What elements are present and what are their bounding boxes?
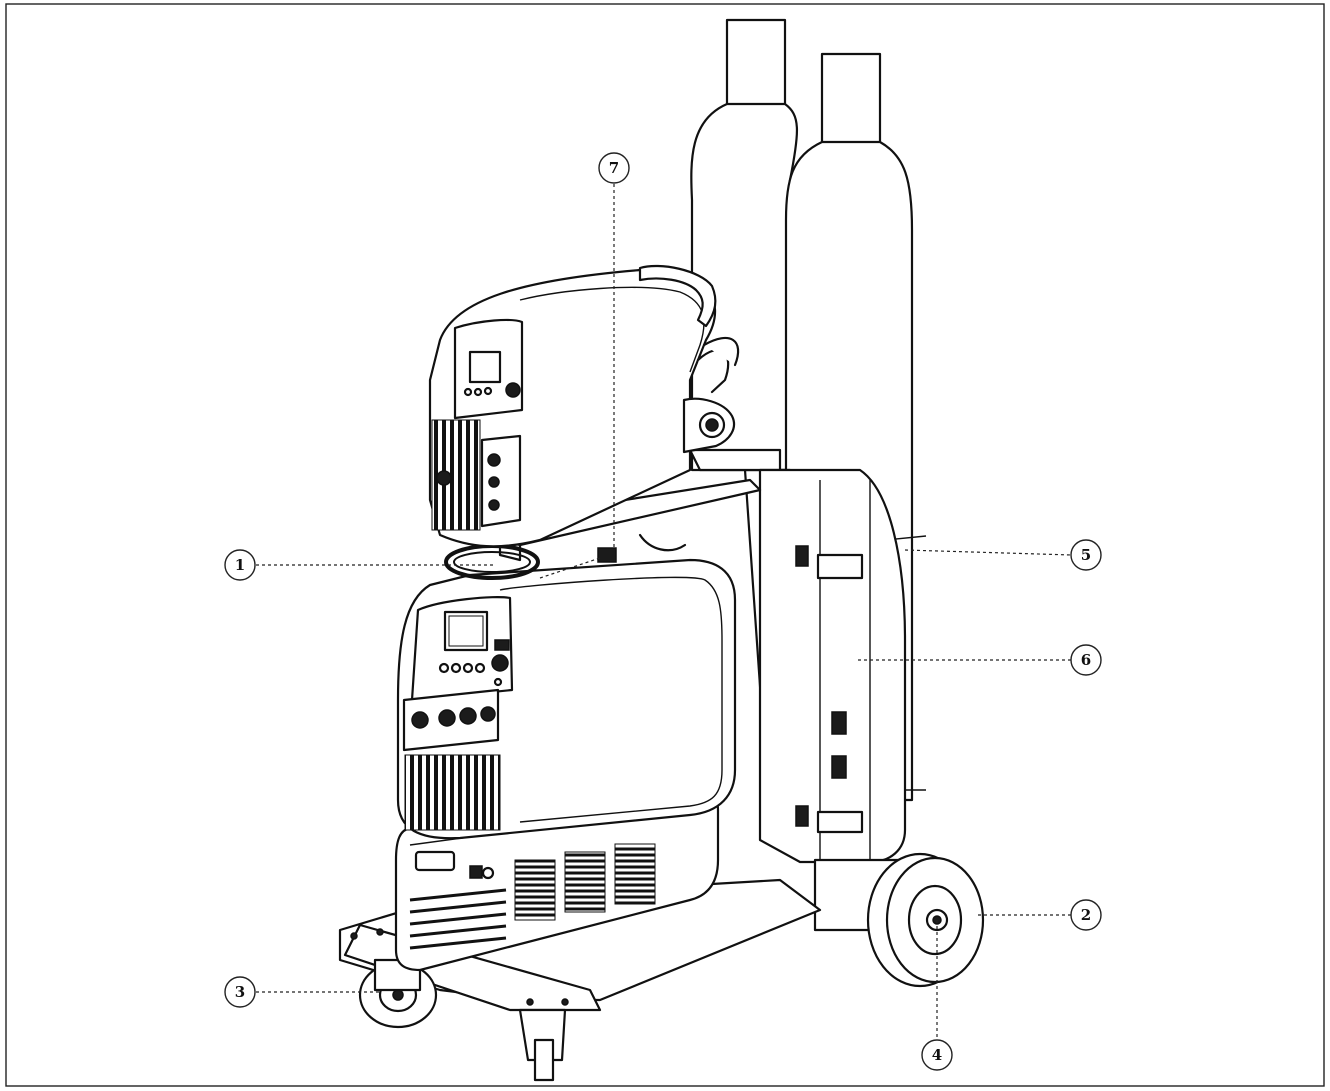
callout-4: 4: [921, 1039, 953, 1071]
callout-1-label: 1: [235, 556, 245, 574]
wire-feeder: [428, 264, 740, 548]
connection-hose: [597, 533, 687, 563]
callout-3-label: 3: [235, 983, 245, 1001]
callout-5: 5: [1070, 539, 1102, 571]
power-source-grille: [404, 754, 501, 831]
callout-7: 7: [598, 152, 630, 184]
front-castor-left: [358, 958, 438, 1029]
callout-7-label: 7: [609, 159, 619, 177]
callout-4-label: 4: [932, 1046, 942, 1064]
callout-5-label: 5: [1081, 546, 1091, 564]
callout-6-label: 6: [1081, 651, 1091, 669]
front-castor-right: [518, 1008, 567, 1082]
frame-border: [5, 3, 1325, 1087]
power-source: [396, 558, 737, 840]
callout-1: 1: [224, 549, 256, 581]
cooling-unit-vents: [514, 843, 656, 921]
callout-2: 2: [1070, 899, 1102, 931]
cylinder-support-panel: [758, 468, 907, 864]
callout-2-label: 2: [1081, 906, 1091, 924]
callout-3: 3: [224, 976, 256, 1008]
callout-6: 6: [1070, 644, 1102, 676]
rear-wheel: [866, 852, 985, 988]
leader-lines: [256, 184, 1073, 1040]
